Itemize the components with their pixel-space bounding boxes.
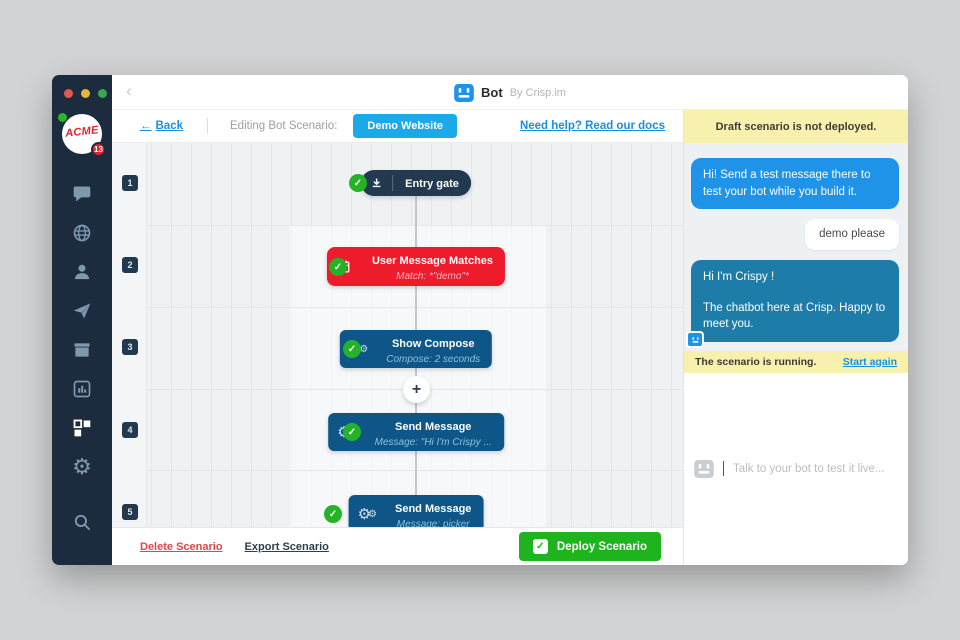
bot-message-bubble: Hi I'm Crispy ! The chatbot here at Cris… [686, 260, 899, 349]
scenario-canvas[interactable]: 1 2 3 4 5 Entry gate User Message Matche… [112, 143, 683, 527]
window-controls[interactable] [52, 75, 112, 98]
zoom-window-icon[interactable] [98, 89, 107, 98]
chat-test-input[interactable] [733, 462, 898, 475]
inbox-icon[interactable] [71, 339, 93, 361]
chat-input-bot-icon [694, 459, 714, 478]
sidebar-nav: ⚙ [52, 183, 112, 533]
node-valid-check-icon [349, 174, 367, 192]
bot-message-line: The chatbot here at Crisp. Happy to meet… [703, 301, 886, 331]
step-number: 5 [122, 504, 138, 520]
chat-input-row [684, 372, 908, 565]
scenario-name-button[interactable]: Demo Website [353, 114, 457, 138]
analytics-icon[interactable] [71, 378, 93, 400]
node-entry-gate[interactable]: Entry gate [361, 170, 471, 196]
sidebar: ACME 13 ⚙ [52, 75, 112, 565]
entry-gate-icon [361, 177, 392, 190]
chat-test-panel: Draft scenario is not deployed. Hi! Send… [683, 110, 908, 565]
bot-message-line: Hi I'm Crispy ! [703, 271, 775, 284]
runner-banner: The scenario is running. Start again [684, 350, 908, 373]
row-divider [112, 389, 683, 390]
app-name: Bot [481, 85, 503, 100]
settings-icon[interactable]: ⚙ [72, 454, 92, 479]
operator-message-bubble: Hi! Send a test message there to test yo… [691, 158, 899, 210]
step-gutter: 1 2 3 4 5 [112, 143, 147, 527]
workspace-avatar[interactable]: ACME 13 [58, 113, 106, 157]
gears-icon: ⚙⚙ [357, 506, 377, 523]
node-title: Send Message [395, 502, 472, 515]
node-subtitle: Message: "Hi I'm Crispy ... [374, 436, 492, 448]
deploy-check-icon [532, 539, 548, 554]
back-button[interactable]: ←Back [140, 120, 183, 132]
deploy-scenario-button[interactable]: Deploy Scenario [518, 532, 661, 561]
editor-footer: Delete Scenario Export Scenario Deploy S… [112, 527, 683, 565]
node-valid-check-icon [324, 505, 342, 523]
node-user-message-matches[interactable]: User Message Matches Match: *"demo"* [326, 247, 506, 286]
notification-badge: 13 [91, 142, 106, 157]
campaigns-icon[interactable] [71, 300, 93, 322]
row-divider [112, 225, 683, 226]
window-titlebar: ‹ Bot By Crisp.im [112, 75, 908, 110]
nav-back-chevron-icon[interactable]: ‹ [126, 81, 132, 100]
plugin-title: Bot By Crisp.im [112, 75, 908, 110]
deploy-label: Deploy Scenario [556, 540, 647, 553]
node-valid-check-icon [343, 340, 361, 358]
step-number: 4 [122, 422, 138, 438]
export-scenario-link[interactable]: Export Scenario [244, 540, 329, 553]
editor-header: ←Back Editing Bot Scenario: Demo Website… [112, 110, 683, 143]
bot-avatar-icon [686, 331, 704, 349]
back-arrow-icon: ← [140, 120, 152, 132]
node-valid-check-icon [329, 258, 347, 276]
node-title: User Message Matches [371, 255, 494, 267]
search-icon[interactable] [71, 511, 93, 533]
row-divider [112, 307, 683, 308]
step-number: 1 [122, 175, 138, 191]
draft-banner: Draft scenario is not deployed. [684, 110, 908, 143]
node-subtitle: Compose: 2 seconds [386, 353, 481, 365]
node-title: Send Message [394, 420, 472, 433]
runner-status: The scenario is running. [695, 355, 817, 368]
help-docs-link[interactable]: Need help? Read our docs [519, 120, 665, 132]
chat-messages: Hi! Send a test message there to test yo… [684, 143, 908, 351]
row-divider [112, 470, 683, 471]
app-window: ACME 13 ⚙ [52, 75, 908, 565]
chat-icon[interactable] [71, 183, 93, 205]
node-title: Entry gate [405, 178, 459, 190]
text-caret [723, 461, 724, 477]
app-byline: By Crisp.im [509, 86, 566, 99]
start-again-link[interactable]: Start again [842, 355, 897, 368]
visitor-message-bubble: demo please [805, 219, 899, 251]
node-send-message-2[interactable]: ⚙⚙ Send Message Message: picker [348, 495, 484, 528]
node-subtitle: Message: picker [396, 518, 470, 528]
close-window-icon[interactable] [64, 89, 73, 98]
header-divider [207, 118, 208, 134]
node-show-compose[interactable]: ⚙⚙ Show Compose Compose: 2 seconds [339, 330, 493, 368]
node-title: Show Compose [391, 337, 475, 350]
delete-scenario-link[interactable]: Delete Scenario [140, 540, 223, 553]
online-dot [58, 113, 67, 122]
step-number: 2 [122, 257, 138, 273]
node-valid-check-icon [343, 423, 361, 441]
node-separator [392, 175, 394, 191]
node-subtitle: Match: *"demo"* [396, 271, 469, 282]
bot-plugin-icon [454, 83, 474, 102]
minimize-window-icon[interactable] [81, 89, 90, 98]
add-node-button[interactable] [403, 376, 430, 403]
contacts-icon[interactable] [71, 261, 93, 283]
editing-label: Editing Bot Scenario: [230, 120, 338, 132]
step-number: 3 [122, 339, 138, 355]
globe-icon[interactable] [71, 222, 93, 244]
plugins-icon[interactable] [71, 417, 93, 439]
